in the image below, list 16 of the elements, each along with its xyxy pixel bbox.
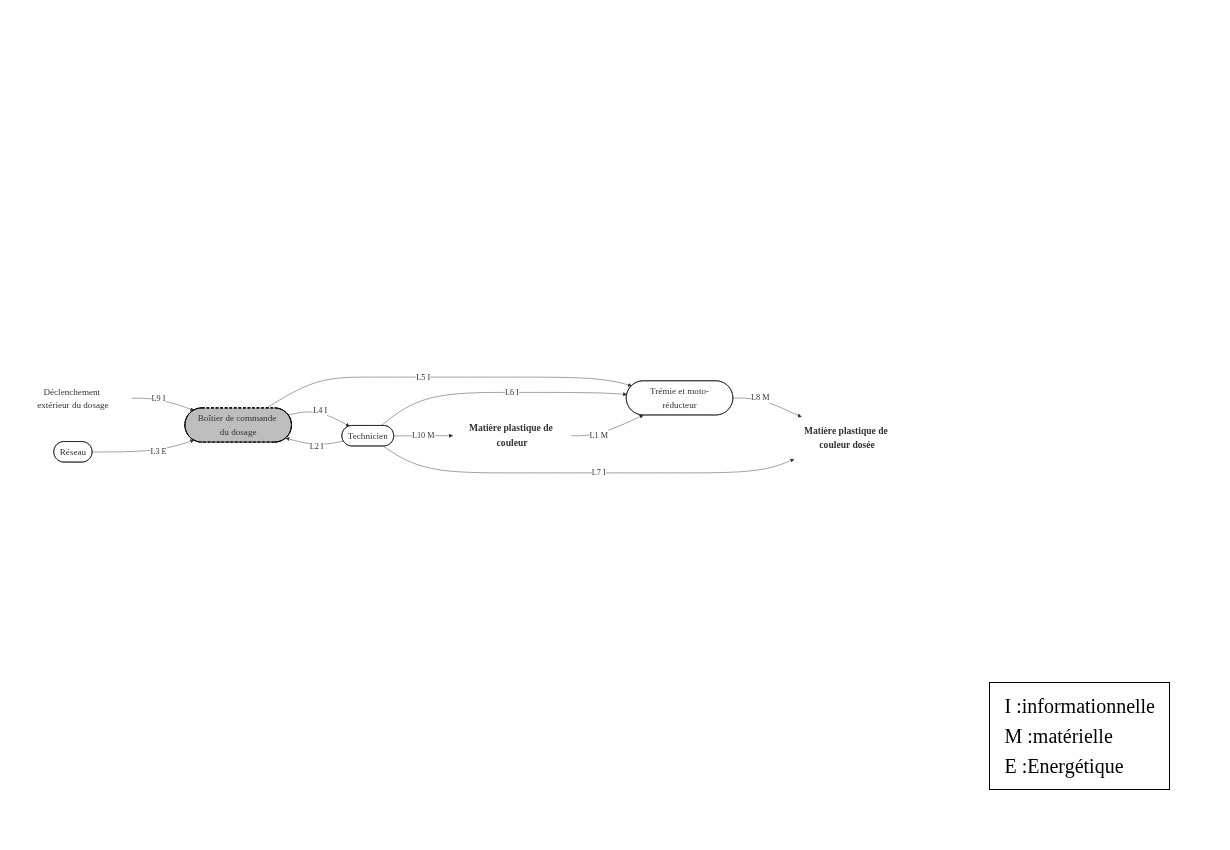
edge-label: L5 I xyxy=(416,372,431,382)
node-text: Matière plastique de couleur xyxy=(468,422,553,449)
legend-text: M :matérielle xyxy=(1004,724,1114,749)
edge-label: L1 M xyxy=(589,430,609,441)
edge-label: L10 M xyxy=(411,430,435,441)
legend-text: I :informationnelle xyxy=(1004,694,1155,719)
edge-label: L2 I xyxy=(309,441,324,451)
node-text: Matière plastique de couleur dosée xyxy=(803,425,888,451)
legend-text: E :Energétique xyxy=(1004,754,1125,780)
edge-label: L6 I xyxy=(505,387,519,397)
edge-label: L9 I xyxy=(151,393,166,403)
node-text: Déclenchement extérieur du dosage xyxy=(37,386,109,411)
edge-label: L7 I xyxy=(591,468,606,478)
edge-label: L4 I xyxy=(313,405,328,415)
edge-label: L3 E xyxy=(150,447,167,457)
edge-label: L8 M xyxy=(751,393,770,403)
